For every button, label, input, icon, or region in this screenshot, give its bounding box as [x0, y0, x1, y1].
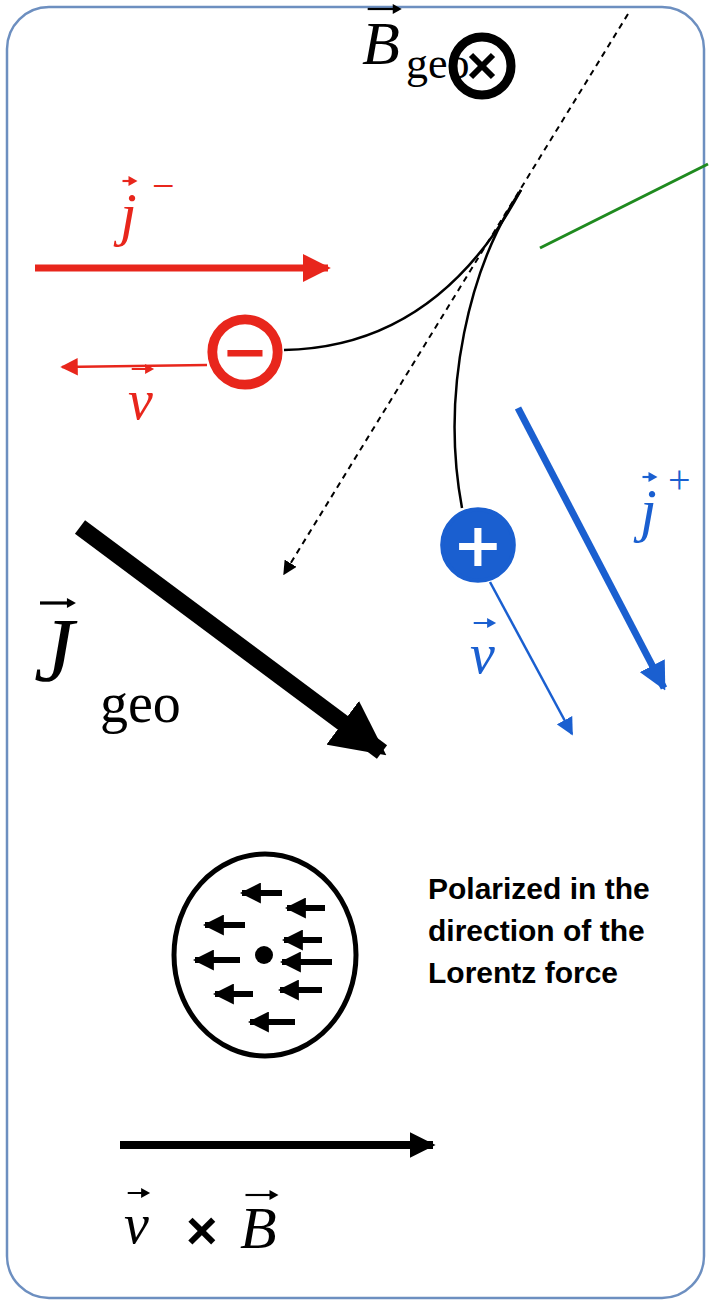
- annotation: Polarized in the direction of the Lorent…: [428, 868, 698, 994]
- electron-particle: −: [207, 314, 283, 390]
- charge-superscript: −: [152, 166, 175, 206]
- electron-current-arrow: [35, 265, 328, 272]
- velocity-symbol: v: [470, 626, 495, 682]
- vector-arrow: [368, 8, 396, 10]
- current-symbol: J: [34, 606, 74, 696]
- positron-velocity-arrow: [490, 582, 572, 734]
- charge-superscript: +: [668, 460, 691, 500]
- current-symbol: j: [120, 184, 137, 244]
- electron-velocity-arrow: [62, 365, 207, 367]
- velocity-symbol: v: [128, 372, 153, 428]
- charge-sign: +: [440, 507, 516, 583]
- electron-trajectory: [284, 190, 521, 350]
- polarized-disc: [174, 854, 356, 1056]
- dashed-direction: [284, 14, 628, 574]
- current-symbol: j: [640, 480, 657, 540]
- vector-arrow: [40, 601, 70, 604]
- subscript: geo: [100, 675, 181, 731]
- velocity-symbol: v: [124, 1196, 149, 1252]
- subscript: geo: [406, 42, 470, 86]
- positron-particle: +: [440, 507, 516, 583]
- lorentz-force-arrow: [120, 1141, 433, 1149]
- green-leader: [540, 164, 708, 248]
- positron-trajectory: [455, 190, 521, 508]
- geo-current-arrow: [80, 527, 382, 752]
- charge-sign: −: [207, 314, 283, 390]
- cross-symbol: ×: [186, 1203, 218, 1257]
- positron-current-arrow: [518, 408, 664, 688]
- vector-arrow: [245, 1194, 272, 1196]
- field-symbol: B: [240, 1198, 277, 1258]
- field-symbol: B: [362, 12, 400, 74]
- frame: [7, 7, 704, 1298]
